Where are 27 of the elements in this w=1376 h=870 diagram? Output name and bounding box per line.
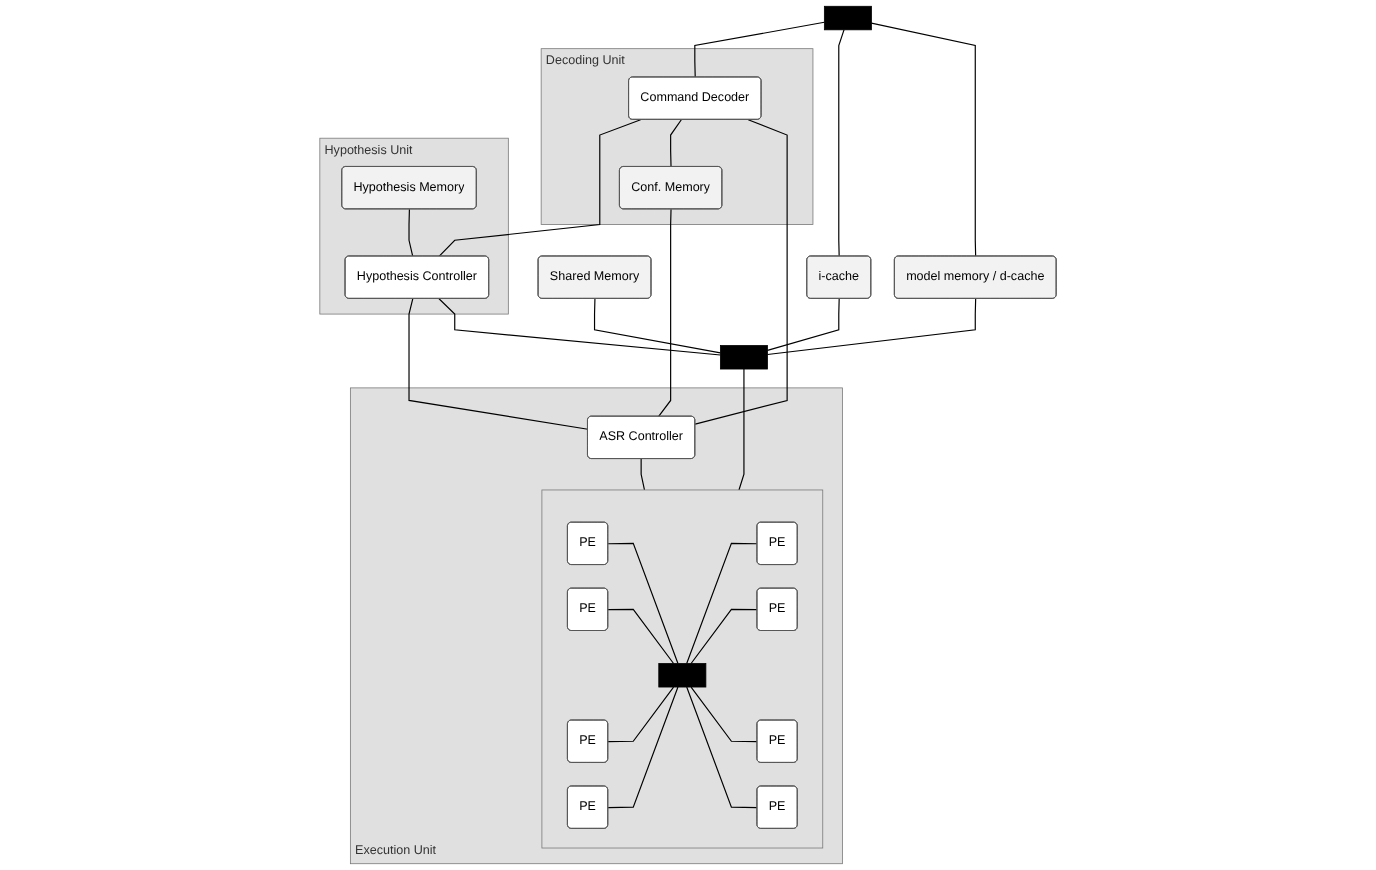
connector — [607, 608, 675, 665]
connector — [438, 119, 642, 257]
connector — [670, 119, 682, 168]
connector — [607, 542, 679, 665]
connector — [593, 298, 721, 354]
connector — [690, 686, 758, 743]
node-bar — [720, 345, 768, 370]
connector — [690, 608, 758, 665]
connector — [607, 686, 679, 809]
connector — [686, 542, 758, 665]
connector — [408, 208, 414, 257]
connector — [438, 298, 721, 356]
connector — [738, 368, 745, 491]
node-bar — [823, 5, 872, 31]
node-bar — [658, 663, 707, 688]
connector — [657, 208, 672, 418]
connector — [766, 298, 840, 352]
connector — [838, 29, 845, 257]
connector — [766, 298, 977, 356]
connector — [408, 298, 589, 430]
connector — [870, 22, 977, 257]
connector — [640, 457, 646, 491]
connector — [694, 21, 825, 78]
connector — [686, 686, 758, 809]
connector — [694, 119, 788, 425]
connector — [607, 686, 675, 743]
cluster — [541, 489, 824, 849]
